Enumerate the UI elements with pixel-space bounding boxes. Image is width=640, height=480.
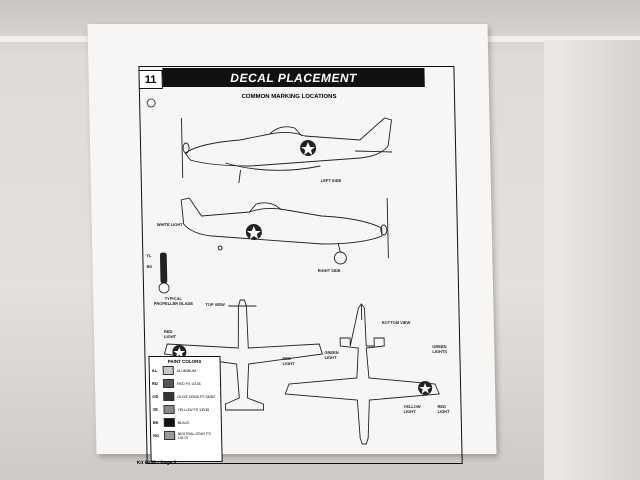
view-label-bottom: BOTTOM VIEW <box>381 320 411 325</box>
right-side-view <box>180 197 389 265</box>
color-name: YELLOW FS 13538 <box>177 407 210 412</box>
legend-row: RD RED FS 11136 <box>150 377 220 390</box>
color-swatch <box>163 431 175 440</box>
callout-red-light-bottom: RED LIGHT <box>282 356 295 366</box>
color-swatch <box>162 366 174 375</box>
callout-yellow-light: YELLOW LIGHT <box>403 404 421 414</box>
paint-colors-legend: PAINT COLORS AL ALUMINUM RD RED FS 11136… <box>148 356 223 462</box>
view-label-top: TOP VIEW <box>205 302 225 307</box>
sheet-content: 11 DECAL PLACEMENT COMMON MARKING LOCATI… <box>128 48 466 466</box>
box-side-wall <box>544 40 640 480</box>
callout-red-light-right: RED LIGHT <box>437 404 450 414</box>
legend-row: AL ALUMINUM <box>150 364 220 377</box>
color-code: OD <box>152 394 159 399</box>
legend-row: BK BLACK <box>151 416 221 429</box>
callout-propeller-blade: TYPICAL PROPELLER BLADE <box>153 296 194 306</box>
legend-row: YE YELLOW FS 13538 <box>150 403 220 416</box>
color-name: BLACK <box>177 420 190 425</box>
color-code: RD <box>151 381 158 386</box>
aircraft-drawings <box>146 98 440 445</box>
color-code: AL <box>151 368 158 373</box>
callout-green-lights: GREEN LIGHTS <box>432 344 448 354</box>
bottom-view <box>284 303 440 445</box>
page-footer: Kit 8058 - Page 8 <box>136 460 177 466</box>
color-name: OLIVE DRAB FS 34087 <box>177 394 216 399</box>
color-name: RED FS 11136 <box>176 381 201 386</box>
instruction-sheet: 11 DECAL PLACEMENT COMMON MARKING LOCATI… <box>87 24 497 466</box>
color-swatch <box>163 392 175 401</box>
color-swatch <box>163 405 175 414</box>
callout-red-light-top: RED LIGHT <box>163 329 177 339</box>
legend-row: OD OLIVE DRAB FS 34087 <box>150 390 220 403</box>
top-view <box>163 299 323 411</box>
color-code: BK <box>152 420 159 425</box>
propeller-blade-view <box>158 252 170 294</box>
color-swatch <box>162 379 175 388</box>
blade-code-yl: YL <box>146 253 152 258</box>
blade-code-bk: BK <box>146 264 153 269</box>
color-name: NEUTRAL GRAY FS 13173 <box>177 431 211 440</box>
color-code: NG <box>153 433 160 438</box>
color-code: YE <box>152 407 158 412</box>
color-swatch <box>163 418 175 427</box>
manufacturer-logo-icon <box>146 98 156 108</box>
callout-green-light: GREEN LIGHT <box>324 350 339 360</box>
left-side-view <box>181 117 393 184</box>
legend-row: NG NEUTRAL GRAY FS 13173 <box>151 429 221 442</box>
view-label-right-side: RIGHT SIDE <box>317 268 341 273</box>
color-name: ALUMINUM <box>176 368 196 373</box>
view-label-left-side: LEFT SIDE <box>320 178 342 183</box>
callout-white-light: WHITE LIGHT <box>156 222 183 227</box>
